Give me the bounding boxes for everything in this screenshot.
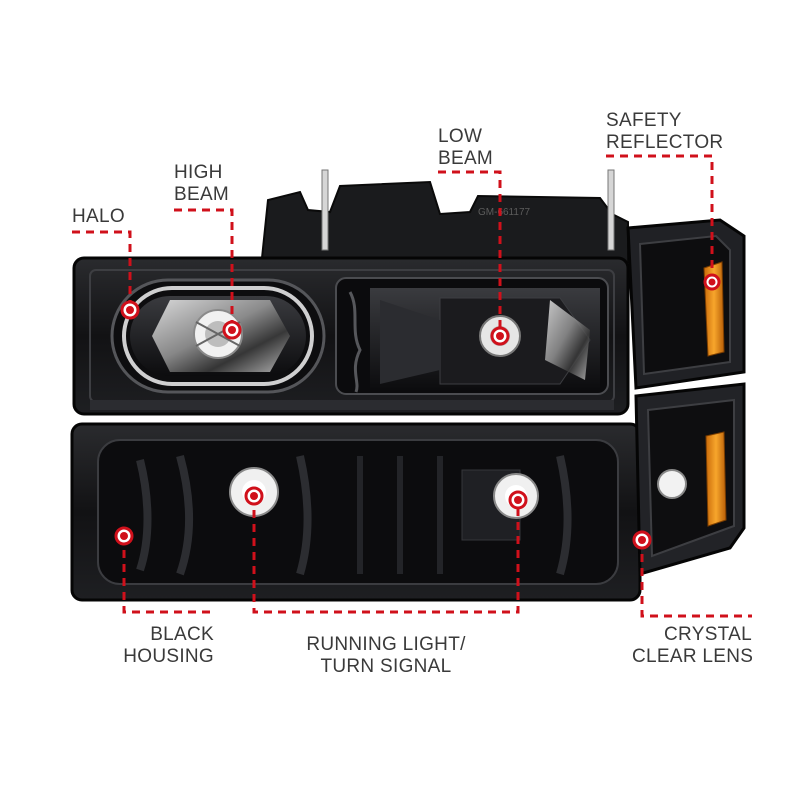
label-safety-reflector: SAFETY REFLECTOR [606, 110, 724, 153]
callout-high-beam-line [174, 208, 234, 330]
adjuster-pin-right [607, 169, 615, 251]
high-beam-chamber [110, 278, 326, 394]
label-high-beam: HIGH BEAM [174, 162, 230, 205]
callout-low-beam-line [438, 170, 502, 336]
corner-light [626, 218, 746, 390]
amber-reflector-bottom [705, 431, 727, 527]
housing-stamp: GM-661177 [478, 207, 531, 218]
headlight-assembly: GM-661177 [72, 169, 630, 416]
halo-ring [122, 286, 314, 386]
parking-light [70, 422, 642, 602]
callout-crystal-lens-line [640, 540, 752, 618]
label-black-housing: BLACK HOUSING [123, 624, 214, 667]
callout-dots [114, 273, 721, 550]
callout-black-housing-line [122, 536, 214, 614]
label-crystal-clear-lens: CRYSTAL CLEAR LENS [632, 624, 754, 667]
mounting-bracket [260, 180, 629, 264]
callout-running-light-line [252, 496, 520, 614]
callout-safety-reflector-line [606, 154, 714, 282]
label-low-beam: LOW BEAM [438, 126, 494, 169]
label-halo: HALO [72, 206, 125, 227]
lower-corner-light [634, 382, 746, 576]
callout-lines [72, 154, 752, 618]
low-beam-chamber [335, 277, 609, 395]
callout-halo-line [72, 230, 132, 310]
adjuster-pin-left [321, 169, 329, 251]
label-running-light: RUNNING LIGHT/ TURN SIGNAL [306, 634, 466, 677]
